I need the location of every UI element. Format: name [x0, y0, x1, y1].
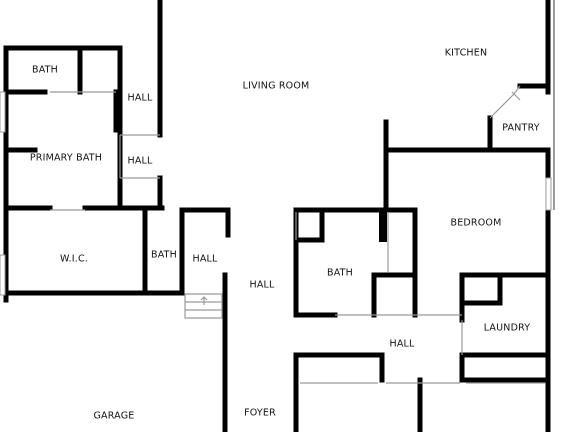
- label-laundry: LAUNDRY: [484, 323, 531, 334]
- room-labels: BATH HALL LIVING ROOM KITCHEN PANTRY PRI…: [30, 48, 540, 422]
- label-hall-lower: HALL: [389, 339, 415, 350]
- label-bath-small: BATH: [151, 250, 177, 261]
- label-foyer: FOYER: [244, 408, 276, 419]
- label-wic: W.I.C.: [60, 254, 88, 265]
- label-living-room: LIVING ROOM: [243, 81, 310, 92]
- label-pantry: PANTRY: [502, 123, 540, 134]
- label-hall-small: HALL: [127, 156, 153, 167]
- label-hall-mid: HALL: [192, 254, 218, 265]
- label-garage: GARAGE: [94, 411, 135, 422]
- label-bedroom: BEDROOM: [451, 218, 502, 229]
- fixtures: [0, 0, 555, 384]
- label-hall-top: HALL: [127, 93, 153, 104]
- label-kitchen: KITCHEN: [445, 48, 488, 59]
- label-bath-top-left: BATH: [32, 65, 58, 76]
- label-bath-center: BATH: [327, 268, 353, 279]
- label-hall-center: HALL: [249, 280, 275, 291]
- walls: [3, 0, 551, 432]
- label-primary-bath: PRIMARY BATH: [30, 153, 102, 164]
